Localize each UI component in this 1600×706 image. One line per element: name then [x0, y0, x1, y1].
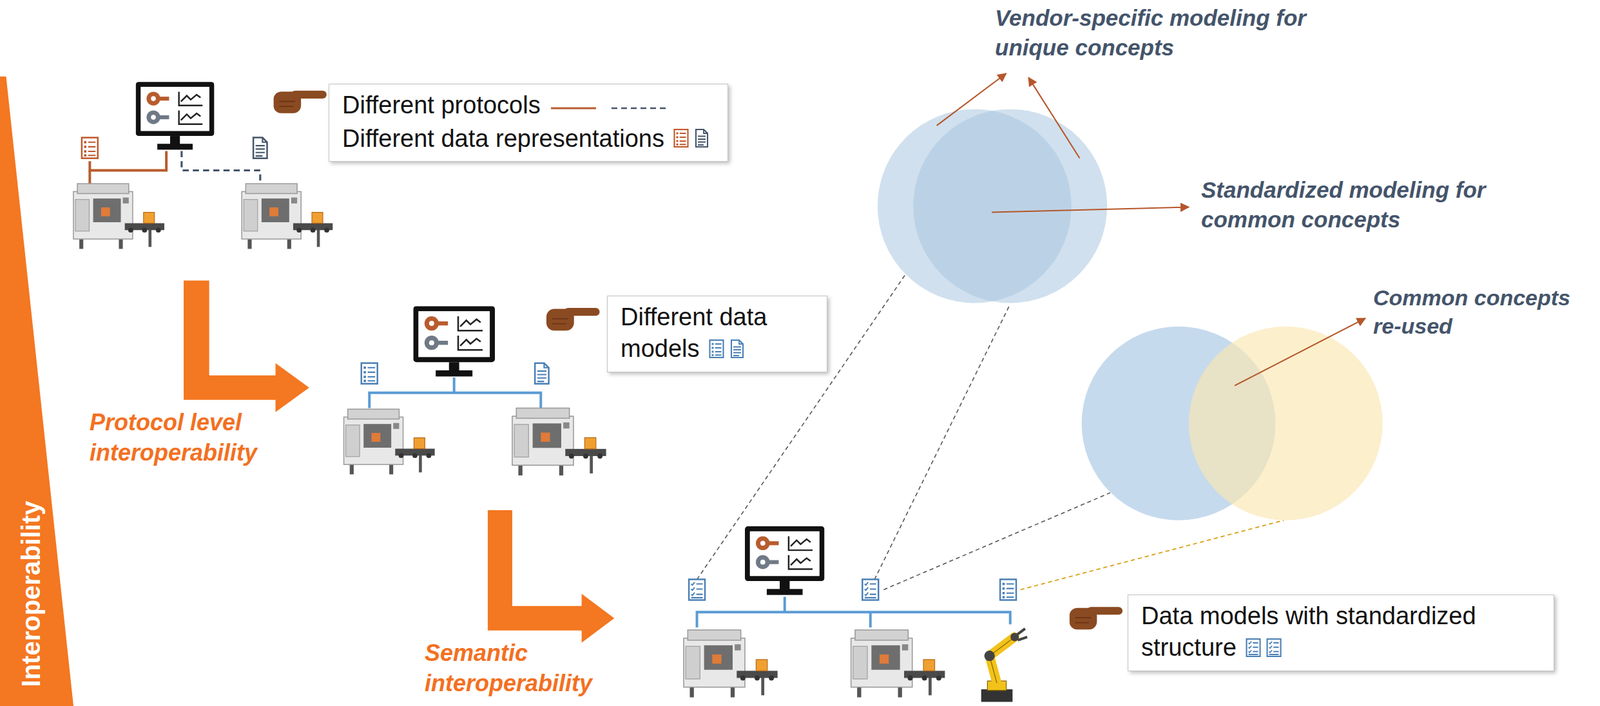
- legend-sample: [1245, 634, 1287, 666]
- callout-text: Data models with standardized structure: [1141, 602, 1477, 662]
- callout-box: Data models with standardized structure: [1127, 594, 1555, 672]
- callout-row: Different protocols: [342, 89, 715, 124]
- annotation: Standardized modeling for common concept…: [1201, 175, 1527, 234]
- annotation: Vendor-specific modeling for unique conc…: [994, 3, 1311, 62]
- step-label: Protocol level interoperability: [89, 407, 290, 469]
- annotation: Common concepts re-used: [1373, 283, 1580, 341]
- callout-text: Different data models: [620, 303, 767, 363]
- callout-row: Different data representations: [342, 123, 715, 157]
- axis-label: Interoperability: [14, 501, 48, 688]
- legend-sample: [549, 90, 673, 123]
- callout-row: Data models with standardized structure: [1141, 600, 1541, 666]
- callout-box: Different protocolsDifferent data repres…: [328, 83, 729, 162]
- step-label: Semantic interoperability: [424, 638, 625, 700]
- legend-sample: [708, 335, 751, 367]
- legend-sample: [673, 124, 715, 156]
- callout-text: Different data representations: [342, 125, 665, 153]
- callout-box: Different data models: [607, 295, 828, 373]
- callout-text: Different protocols: [342, 91, 541, 119]
- callout-row: Different data models: [620, 301, 814, 367]
